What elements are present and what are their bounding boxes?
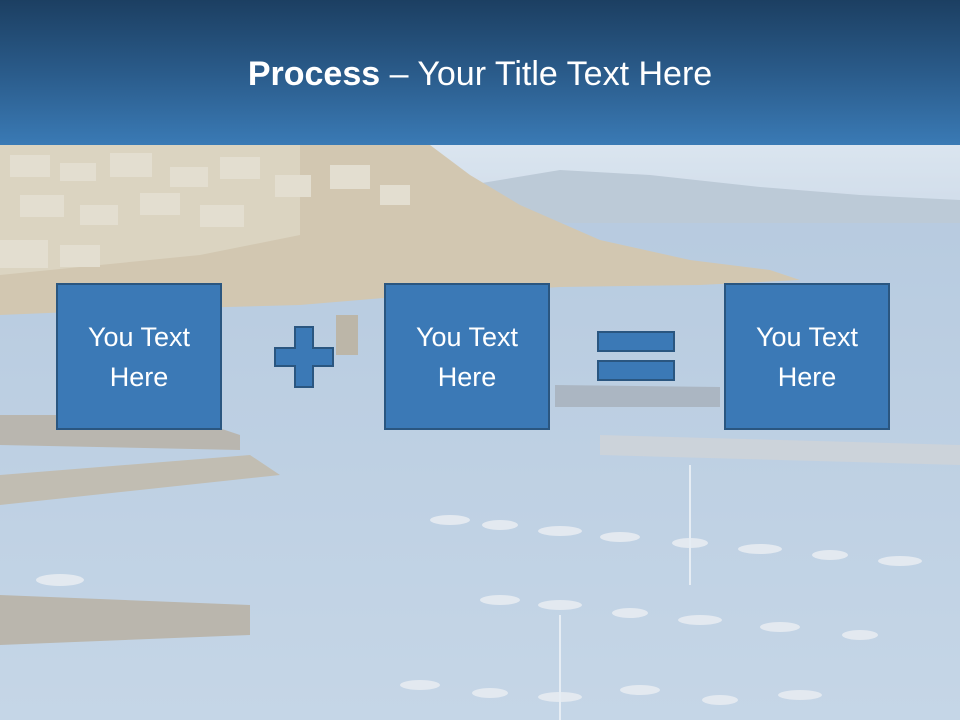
title-bar: Process – Your Title Text Here	[0, 0, 960, 145]
process-box-1-label: You Text Here	[87, 321, 191, 392]
process-box-1: You Text Here	[56, 283, 222, 430]
process-box-3-label: You Text Here	[755, 321, 859, 392]
process-box-2-label: You Text Here	[415, 321, 519, 392]
title-rest: – Your Title Text Here	[380, 55, 713, 93]
slide-title: Process – Your Title Text Here	[0, 52, 960, 96]
plus-icon	[274, 326, 334, 388]
title-bold: Process	[247, 55, 381, 93]
harbor-background-image	[0, 145, 960, 720]
equals-icon	[597, 331, 675, 381]
process-box-2: You Text Here	[384, 283, 550, 430]
process-box-3: You Text Here	[724, 283, 890, 430]
photo-wash-overlay	[0, 145, 960, 720]
